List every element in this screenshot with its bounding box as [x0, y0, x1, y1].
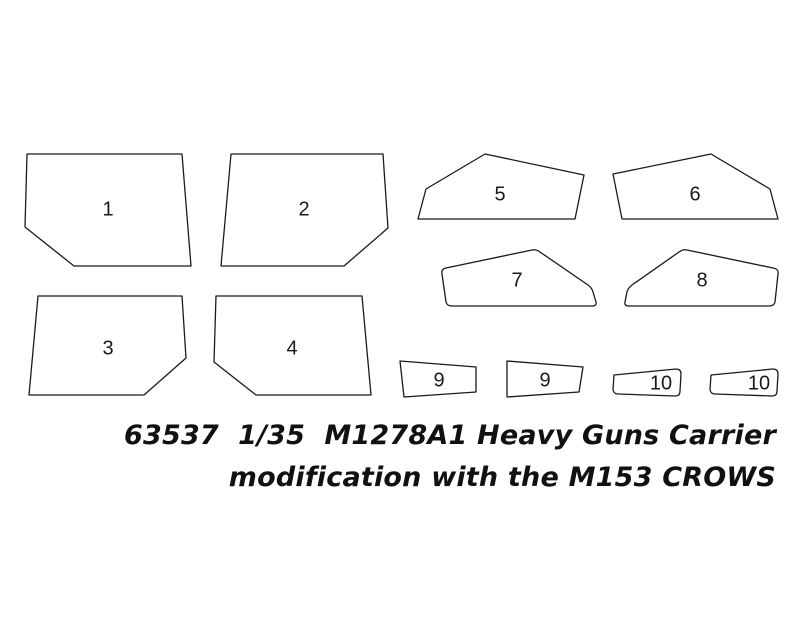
part-5: 5 — [417, 153, 585, 220]
part-7-outline — [441, 249, 597, 307]
part-9a-number: 9 — [433, 369, 444, 391]
part-10b-number: 10 — [748, 372, 770, 394]
part-7: 7 — [441, 249, 597, 307]
part-9b-outline — [506, 360, 584, 398]
part-3: 3 — [28, 295, 187, 396]
part-6: 6 — [612, 153, 779, 220]
part-3-outline — [28, 295, 187, 396]
part-8: 8 — [624, 249, 779, 307]
part-9a: 9 — [399, 360, 477, 398]
part-2: 2 — [220, 153, 389, 267]
part-1: 1 — [24, 153, 192, 267]
part-10b: 10 — [709, 368, 779, 397]
part-10a-outline — [612, 368, 682, 397]
part-8-number: 8 — [696, 269, 707, 291]
part-7-number: 7 — [511, 269, 522, 291]
part-9b-number: 9 — [539, 369, 550, 391]
part-6-outline — [612, 153, 779, 220]
part-2-outline — [220, 153, 389, 267]
part-9b: 9 — [506, 360, 584, 398]
part-3-number: 3 — [102, 337, 113, 359]
part-6-number: 6 — [689, 183, 700, 205]
part-5-number: 5 — [494, 183, 505, 205]
part-5-outline — [417, 153, 585, 220]
caption-line-2: modification with the M153 CROWS — [228, 462, 776, 493]
part-9a-outline — [399, 360, 477, 398]
part-8-outline — [624, 249, 779, 307]
part-1-outline — [24, 153, 192, 267]
part-10a-number: 10 — [650, 372, 672, 394]
part-10a: 10 — [612, 368, 682, 397]
part-1-number: 1 — [102, 198, 113, 220]
part-10b-outline — [709, 368, 779, 397]
caption-line-1: 63537 1/35 M1278A1 Heavy Guns Carrier — [123, 420, 776, 451]
part-2-number: 2 — [298, 198, 309, 220]
part-4-outline — [213, 295, 372, 396]
part-4-number: 4 — [286, 337, 297, 359]
part-4: 4 — [213, 295, 372, 396]
